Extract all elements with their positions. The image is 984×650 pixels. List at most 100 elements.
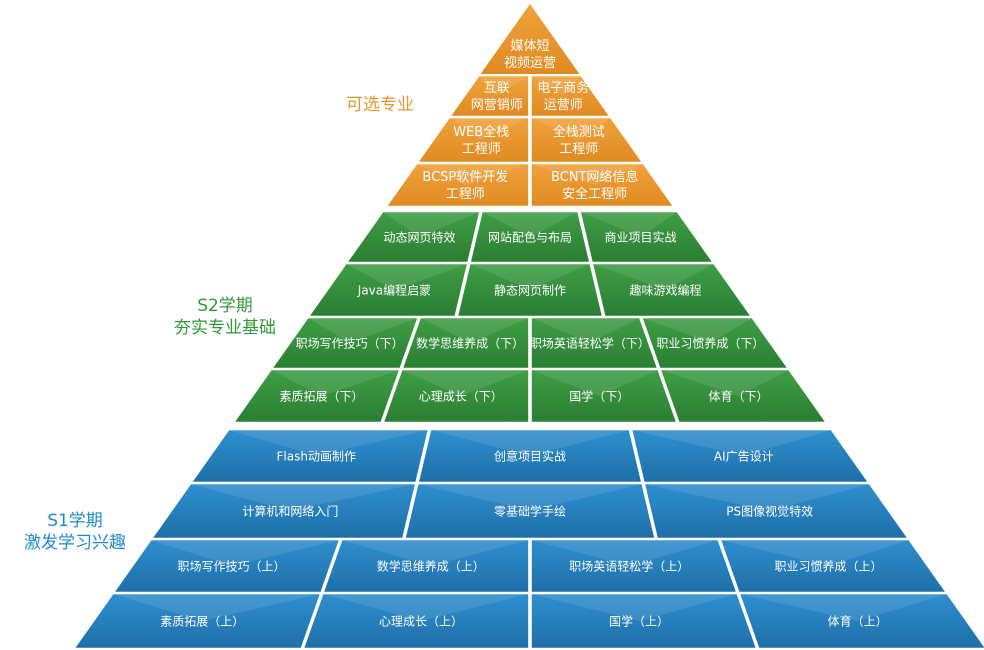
- pyramid-cell: [308, 263, 468, 317]
- pyramid-cell: [347, 211, 480, 263]
- course-label: 职场英语轻松学（上）: [569, 558, 689, 573]
- pyramid-cell: [631, 429, 869, 483]
- course-label: 体育（上）: [828, 613, 888, 628]
- cell-highlight: [383, 212, 480, 237]
- cell-highlight: [580, 212, 677, 237]
- cell-highlight: [531, 164, 644, 185]
- cell-highlight: [632, 430, 831, 456]
- label-line: 夯实专业基础: [174, 318, 276, 338]
- cell-highlight: [430, 430, 630, 456]
- pyramid-cell: [323, 539, 529, 593]
- course-label: 计算机和网络入门: [242, 503, 338, 518]
- course-label: 心理成长（上）: [379, 614, 463, 628]
- course-label: 视频运营: [504, 56, 556, 71]
- label-optional-majors: 可选专业: [325, 94, 435, 116]
- course-label: 互联: [484, 81, 510, 96]
- course-label: 体育（下）: [708, 388, 768, 403]
- cell-highlight: [420, 318, 529, 343]
- course-label: WEB全栈: [453, 124, 509, 140]
- course-label: 创意项目实战: [494, 448, 566, 463]
- course-label: 工程师: [446, 187, 485, 202]
- cell-highlight: [660, 370, 789, 396]
- pyramid-cell: [402, 317, 529, 369]
- cell-highlight: [449, 118, 529, 140]
- course-label: 职业习惯养成（下）: [656, 335, 764, 350]
- cell-highlight: [190, 484, 416, 511]
- course-label: 工程师: [462, 142, 501, 157]
- label-line: 激发学习兴趣: [24, 533, 126, 553]
- pyramid-cell: [303, 593, 529, 649]
- course-label: 运营师: [544, 98, 583, 113]
- pyramid-cell: [720, 539, 947, 593]
- course-label: 网营销师: [471, 98, 523, 113]
- cell-highlight: [720, 540, 909, 566]
- cell-highlight: [644, 484, 870, 511]
- label-line: S2学期: [197, 296, 253, 316]
- cell-highlight: [416, 164, 529, 185]
- course-label: 职业习惯养成（上）: [775, 558, 883, 573]
- pyramid-cell: [450, 75, 529, 117]
- cell-highlight: [346, 264, 468, 290]
- cell-highlight: [531, 594, 737, 621]
- course-label: 素质拓展（上）: [160, 614, 244, 628]
- pyramid-cell: [383, 369, 529, 423]
- cell-highlight: [151, 540, 340, 566]
- course-label: 职场写作技巧（上）: [177, 559, 285, 573]
- cell-highlight: [229, 430, 428, 456]
- cell-highlight: [592, 264, 714, 290]
- pyramid-cell: [531, 593, 757, 649]
- cell-highlight: [531, 318, 640, 343]
- course-label: 商业项目实战: [605, 229, 677, 244]
- cell-highlight: [402, 370, 529, 396]
- course-label: 静态网页制作: [494, 283, 566, 297]
- label-line: S1学期: [47, 511, 103, 531]
- pyramid-cell: [644, 483, 908, 539]
- cell-highlight: [323, 594, 529, 621]
- pyramid-cell: [580, 211, 713, 263]
- course-label: 职场写作技巧（下）: [296, 336, 404, 350]
- course-label: 电子商务: [537, 80, 589, 96]
- course-label: 国学（上）: [609, 613, 669, 628]
- course-label: AI广告设计: [714, 449, 774, 463]
- cell-highlight: [113, 594, 321, 621]
- pyramid-cell: [531, 163, 674, 207]
- course-label: BCNT网络信息: [551, 169, 638, 185]
- label-s1-semester: S1学期 激发学习兴趣: [10, 510, 140, 554]
- pyramid-cell: [660, 369, 826, 423]
- pyramid-cell: [386, 163, 529, 207]
- cell-highlight: [418, 484, 642, 511]
- course-label: 心理成长（下）: [419, 389, 503, 403]
- course-label: Java编程启蒙: [357, 282, 431, 297]
- pyramid-cell: [531, 117, 643, 163]
- pyramid-cell: [74, 593, 321, 649]
- course-label: BCSP软件开发: [422, 169, 508, 185]
- cell-highlight: [739, 594, 947, 621]
- course-label: 数学思维养成（下）: [416, 335, 524, 350]
- pyramid-cell: [531, 317, 658, 369]
- course-label: 零基础学手绘: [494, 503, 566, 518]
- pyramid-cell: [457, 263, 603, 317]
- course-label: 工程师: [559, 142, 598, 157]
- label-s2-semester: S2学期 夯实专业基础: [155, 295, 295, 339]
- course-label: 网站配色与布局: [488, 230, 572, 244]
- pyramid-cell: [152, 483, 416, 539]
- pyramid-cell: [234, 369, 400, 423]
- cell-highlight: [482, 212, 578, 237]
- cell-highlight: [642, 318, 752, 343]
- pyramid-cell: [592, 263, 752, 317]
- pyramid-apex: [480, 4, 580, 74]
- course-label: 数学思维养成（上）: [377, 558, 485, 573]
- course-label: 趣味游戏编程: [630, 282, 702, 297]
- pyramid-cell: [739, 593, 984, 649]
- cell-highlight: [479, 76, 529, 96]
- course-label: 动态网页特效: [383, 229, 455, 244]
- pyramid-cell: [191, 429, 429, 483]
- pyramid-cell: [531, 369, 677, 423]
- pyramid-cell: [113, 539, 340, 593]
- label-line: 可选专业: [346, 95, 414, 115]
- pyramid-cell: [531, 539, 737, 593]
- pyramid-cell: [418, 429, 642, 483]
- course-label: 安全工程师: [562, 186, 627, 202]
- cell-highlight: [531, 118, 611, 140]
